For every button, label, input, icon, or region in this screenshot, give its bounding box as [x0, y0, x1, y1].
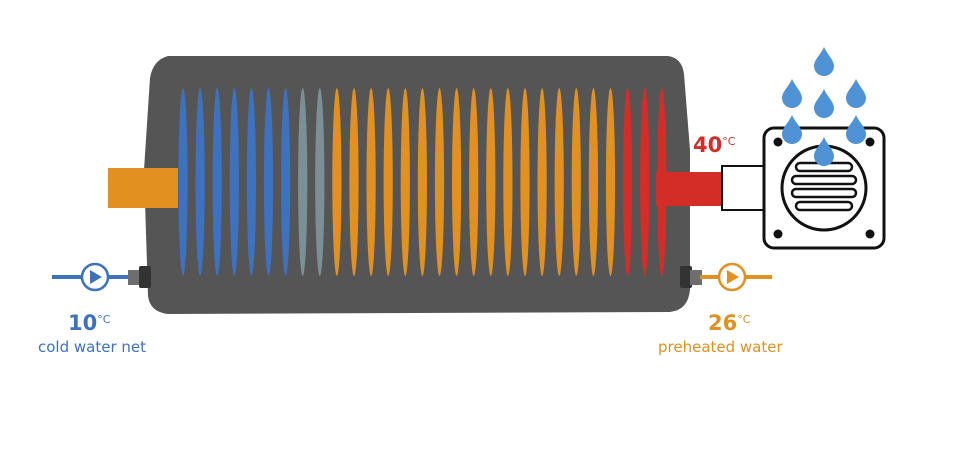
water-drop-icon	[782, 115, 802, 144]
water-drop-icon	[846, 115, 866, 144]
water-drop-icon	[814, 89, 834, 118]
cold-inlet-connector	[128, 270, 140, 285]
outlet-pump-icon	[717, 262, 747, 292]
coil-fin	[366, 88, 376, 276]
coil-fin	[349, 88, 359, 276]
coil-fin	[417, 88, 427, 276]
coil-fin	[383, 88, 393, 276]
outlet-connector	[690, 270, 702, 285]
coil-fin	[588, 88, 599, 276]
coil-fin	[315, 88, 325, 276]
coil-fin	[298, 88, 308, 276]
coil-fin	[281, 88, 291, 276]
inlet-temperature-label: 10°C	[68, 311, 111, 335]
inlet-description-label: cold water net	[38, 338, 146, 356]
coil-fins	[178, 88, 667, 276]
coil-fin	[229, 88, 239, 276]
water-drop-icon	[814, 47, 834, 76]
water-drop-icon	[814, 137, 834, 166]
coil-fin	[212, 88, 222, 276]
tank-body	[144, 56, 690, 314]
coil-fin	[332, 88, 342, 276]
water-drops	[782, 47, 866, 166]
coil-fin	[554, 88, 564, 276]
coil-fin	[452, 88, 462, 276]
outlet-nozzle	[680, 266, 692, 288]
cold-inlet-nozzle	[139, 266, 151, 288]
coil-fin	[640, 88, 650, 276]
coil-fin	[434, 88, 445, 276]
water-drop-icon	[846, 79, 866, 108]
hot-pipe	[656, 172, 726, 206]
outlet-temperature-label: 26°C	[708, 311, 751, 335]
outlet-description-label: preheated water	[658, 338, 783, 356]
coil-fin	[263, 88, 274, 276]
hot-pipe-coupler	[721, 165, 767, 211]
hot-temperature-label: 40°C	[693, 133, 736, 157]
coil-fin	[520, 88, 530, 276]
coil-fin	[195, 88, 205, 276]
coil-fin	[571, 88, 581, 276]
coil-fin	[623, 88, 633, 276]
coil-fin	[469, 88, 479, 276]
coil-fin	[537, 88, 547, 276]
coil-fin	[486, 88, 496, 276]
heat-input-stub	[108, 168, 178, 208]
coil-fin	[246, 88, 256, 276]
coil-fin	[178, 88, 188, 276]
water-drop-icon	[782, 79, 802, 108]
coil-fin	[605, 88, 616, 276]
coil-fin	[400, 88, 410, 276]
coil-fin	[503, 88, 513, 276]
inlet-pump-icon	[80, 262, 110, 292]
